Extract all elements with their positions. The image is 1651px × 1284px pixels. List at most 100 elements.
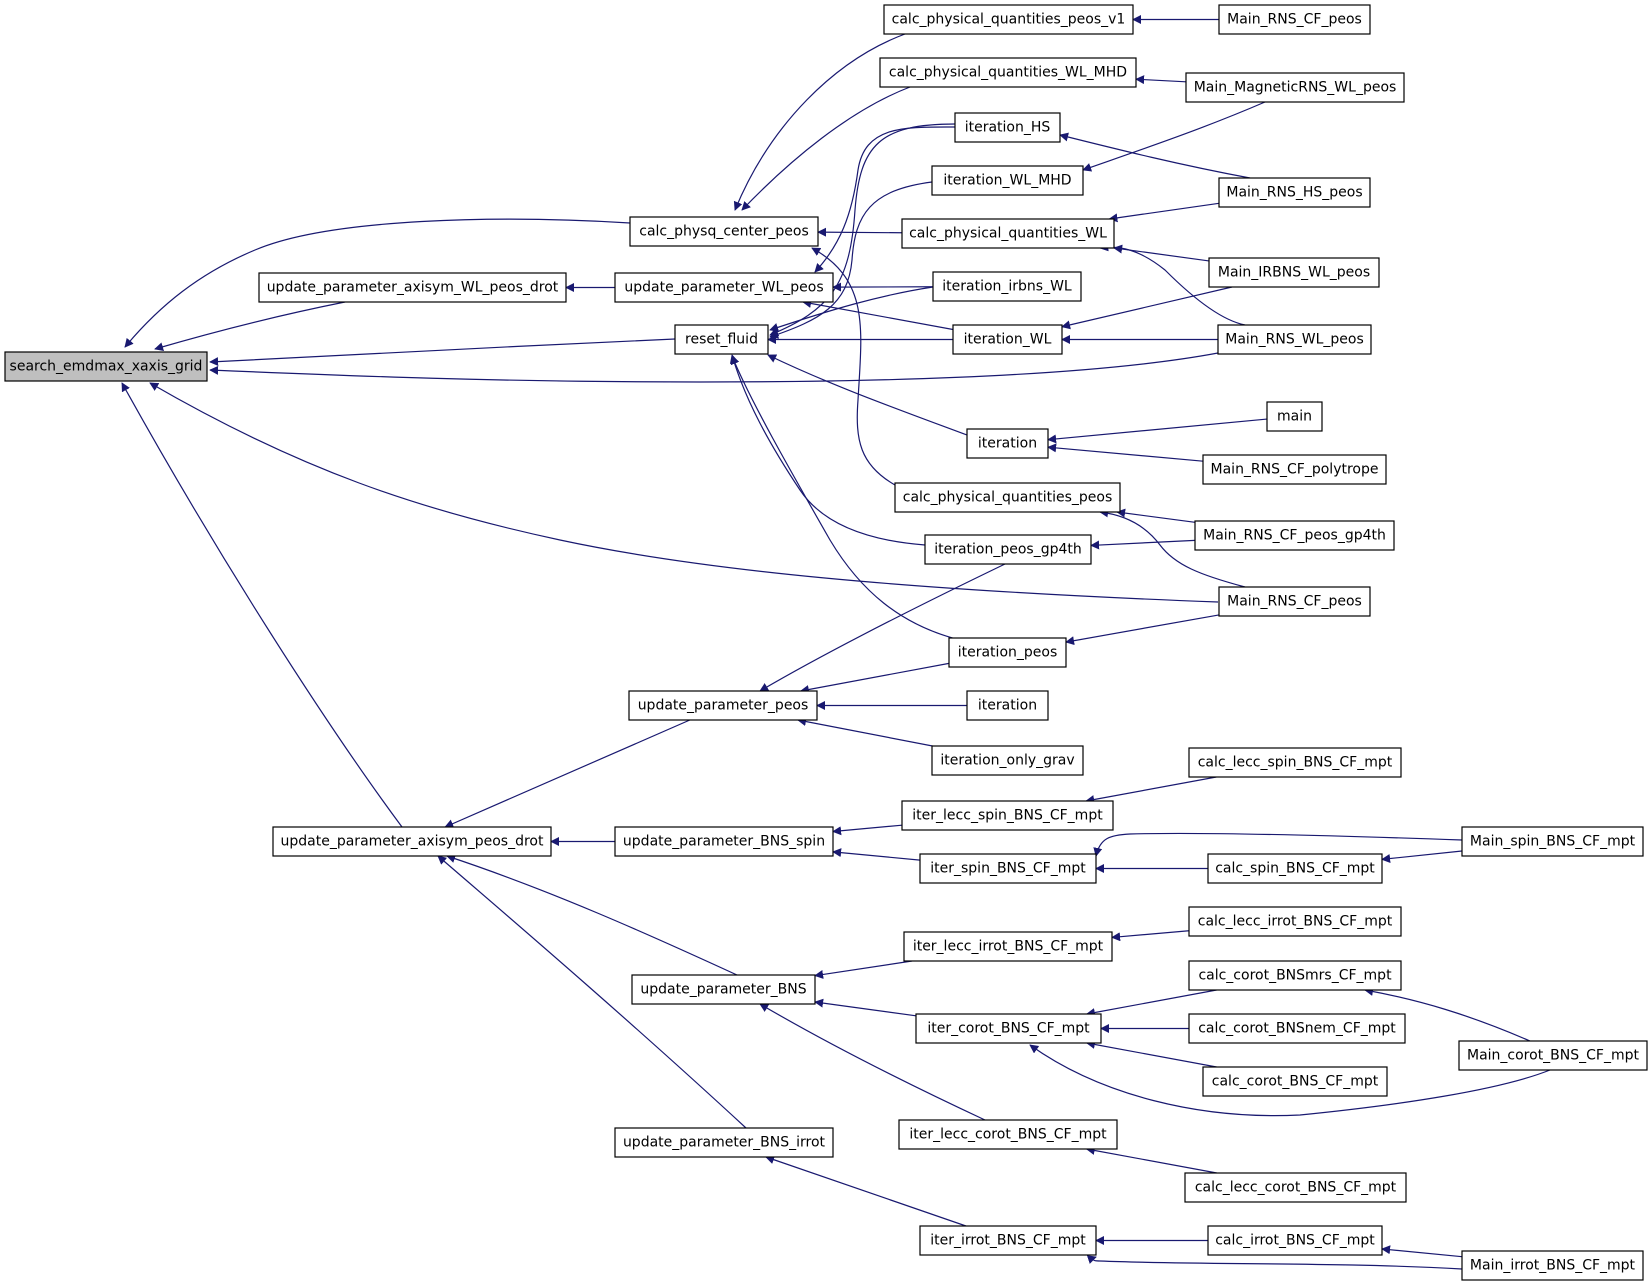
function-node[interactable]: iteration: [966, 690, 1049, 721]
function-node[interactable]: calc_physical_quantities_WL_MHD: [879, 57, 1137, 88]
call-edge: [209, 352, 1219, 383]
edge-layer: [121, 15, 1551, 1270]
call-edge: [729, 354, 926, 546]
node-box: [1458, 1040, 1648, 1071]
function-node[interactable]: calc_physical_quantities_peos_v1: [883, 4, 1134, 35]
node-box: [931, 165, 1084, 196]
call-edge: [446, 854, 738, 976]
node-box: [631, 974, 816, 1005]
function-node[interactable]: Main_irrot_BNS_CF_mpt: [1461, 1250, 1644, 1281]
node-label: Main_RNS_CF_peos: [1227, 12, 1362, 28]
function-node[interactable]: reset_fluid: [674, 324, 769, 355]
call-edge: [1047, 443, 1204, 462]
function-node[interactable]: Main_spin_BNS_CF_mpt: [1461, 826, 1644, 857]
node-box: [1218, 4, 1371, 35]
call-edge: [814, 126, 956, 273]
function-node[interactable]: Main_MagneticRNS_WL_peos: [1185, 72, 1405, 103]
node-box: [1207, 1225, 1383, 1256]
node-box: [272, 826, 552, 857]
node-label: iter_lecc_irrot_BNS_CF_mpt: [913, 939, 1104, 955]
function-node[interactable]: Main_RNS_CF_peos: [1218, 4, 1371, 35]
node-label: update_parameter_BNS: [640, 982, 806, 998]
function-node[interactable]: update_parameter_BNS: [631, 974, 816, 1005]
node-box: [954, 112, 1061, 143]
function-node[interactable]: search_emdmax_xaxis_grid: [4, 351, 208, 382]
function-node[interactable]: Main_RNS_CF_peos_gp4th: [1194, 520, 1395, 551]
function-node[interactable]: Main_RNS_WL_peos: [1217, 324, 1372, 355]
call-edge: [769, 286, 934, 332]
function-node[interactable]: iter_lecc_spin_BNS_CF_mpt: [901, 800, 1114, 831]
node-box: [879, 57, 1137, 88]
function-node[interactable]: calc_physical_quantities_WL: [901, 218, 1115, 249]
function-node[interactable]: calc_lecc_irrot_BNS_CF_mpt: [1188, 906, 1402, 937]
function-node[interactable]: iter_spin_BNS_CF_mpt: [919, 853, 1097, 884]
node-box: [614, 272, 834, 303]
node-box: [1217, 324, 1372, 355]
call-edge: [730, 355, 961, 641]
function-node[interactable]: iteration_peos: [948, 637, 1067, 668]
node-label: Main_RNS_CF_polytrope: [1211, 462, 1379, 478]
function-node[interactable]: calc_lecc_corot_BNS_CF_mpt: [1184, 1172, 1407, 1203]
root-node-box: [4, 351, 208, 382]
node-box: [614, 1127, 834, 1158]
call-edge: [733, 33, 906, 211]
function-node[interactable]: calc_irrot_BNS_CF_mpt: [1207, 1225, 1383, 1256]
function-node[interactable]: calc_physq_center_peos: [629, 216, 819, 247]
node-box: [924, 534, 1092, 565]
function-node[interactable]: iter_lecc_corot_BNS_CF_mpt: [898, 1119, 1118, 1150]
node-box: [1188, 960, 1402, 991]
function-node[interactable]: Main_RNS_HS_peos: [1218, 177, 1371, 208]
node-label: Main_MagneticRNS_WL_peos: [1194, 80, 1397, 96]
node-label: Main_RNS_CF_peos_gp4th: [1203, 528, 1386, 544]
call-edge: [1381, 1245, 1463, 1258]
node-box: [1188, 906, 1402, 937]
function-node[interactable]: calc_spin_BNS_CF_mpt: [1207, 853, 1383, 884]
function-node[interactable]: calc_corot_BNS_CF_mpt: [1202, 1066, 1388, 1097]
function-node[interactable]: update_parameter_WL_peos: [614, 272, 834, 303]
call-edge: [832, 848, 921, 861]
function-node[interactable]: iter_irrot_BNS_CF_mpt: [919, 1225, 1097, 1256]
function-node[interactable]: update_parameter_BNS_spin: [614, 826, 834, 857]
function-node[interactable]: Main_RNS_CF_peos: [1218, 586, 1371, 617]
node-box: [1208, 257, 1380, 288]
node-label: Main_RNS_CF_peos: [1227, 594, 1362, 610]
function-node[interactable]: update_parameter_BNS_irrot: [614, 1127, 834, 1158]
call-edge: [149, 382, 1219, 603]
function-node[interactable]: update_parameter_axisym_WL_peos_drot: [258, 272, 567, 303]
node-box: [932, 271, 1082, 302]
call-edge: [817, 227, 903, 237]
function-node[interactable]: Main_RNS_CF_polytrope: [1202, 454, 1387, 485]
function-node[interactable]: iter_lecc_irrot_BNS_CF_mpt: [903, 931, 1113, 962]
function-node[interactable]: iteration_peos_gp4th: [924, 534, 1092, 565]
function-node[interactable]: iteration_irbns_WL: [932, 271, 1082, 302]
function-node[interactable]: calc_physical_quantities_peos: [894, 482, 1121, 513]
function-node[interactable]: iteration_WL: [952, 324, 1063, 355]
function-node[interactable]: iter_corot_BNS_CF_mpt: [915, 1013, 1102, 1044]
node-box: [1185, 72, 1405, 103]
function-node[interactable]: iteration: [966, 428, 1049, 459]
node-box: [903, 931, 1113, 962]
node-box: [952, 324, 1063, 355]
node-layer: search_emdmax_xaxis_grid calc_physq_cente…: [4, 4, 1648, 1281]
function-node[interactable]: main: [1266, 401, 1323, 432]
node-label: iteration_HS: [965, 120, 1051, 136]
function-node[interactable]: iteration_only_grav: [931, 745, 1084, 776]
node-box: [1188, 747, 1402, 778]
node-box: [629, 216, 819, 247]
node-label: iter_irrot_BNS_CF_mpt: [930, 1233, 1086, 1249]
function-node[interactable]: iteration_HS: [954, 112, 1061, 143]
node-label: iteration_only_grav: [940, 753, 1074, 769]
function-node[interactable]: Main_IRBNS_WL_peos: [1208, 257, 1380, 288]
function-node[interactable]: calc_corot_BNSnem_CF_mpt: [1188, 1013, 1406, 1044]
function-node[interactable]: iteration_WL_MHD: [931, 165, 1084, 196]
function-node[interactable]: Main_corot_BNS_CF_mpt: [1458, 1040, 1648, 1071]
function-node[interactable]: update_parameter_peos: [628, 690, 818, 721]
function-node[interactable]: calc_lecc_spin_BNS_CF_mpt: [1188, 747, 1402, 778]
node-label: calc_physical_quantities_peos_v1: [892, 12, 1126, 28]
node-label: iteration_peos: [958, 645, 1058, 661]
call-edge: [769, 181, 933, 339]
node-label: Main_spin_BNS_CF_mpt: [1470, 834, 1636, 850]
call-edge: [741, 86, 911, 211]
function-node[interactable]: calc_corot_BNSmrs_CF_mpt: [1188, 960, 1402, 991]
function-node[interactable]: update_parameter_axisym_peos_drot: [272, 826, 552, 857]
